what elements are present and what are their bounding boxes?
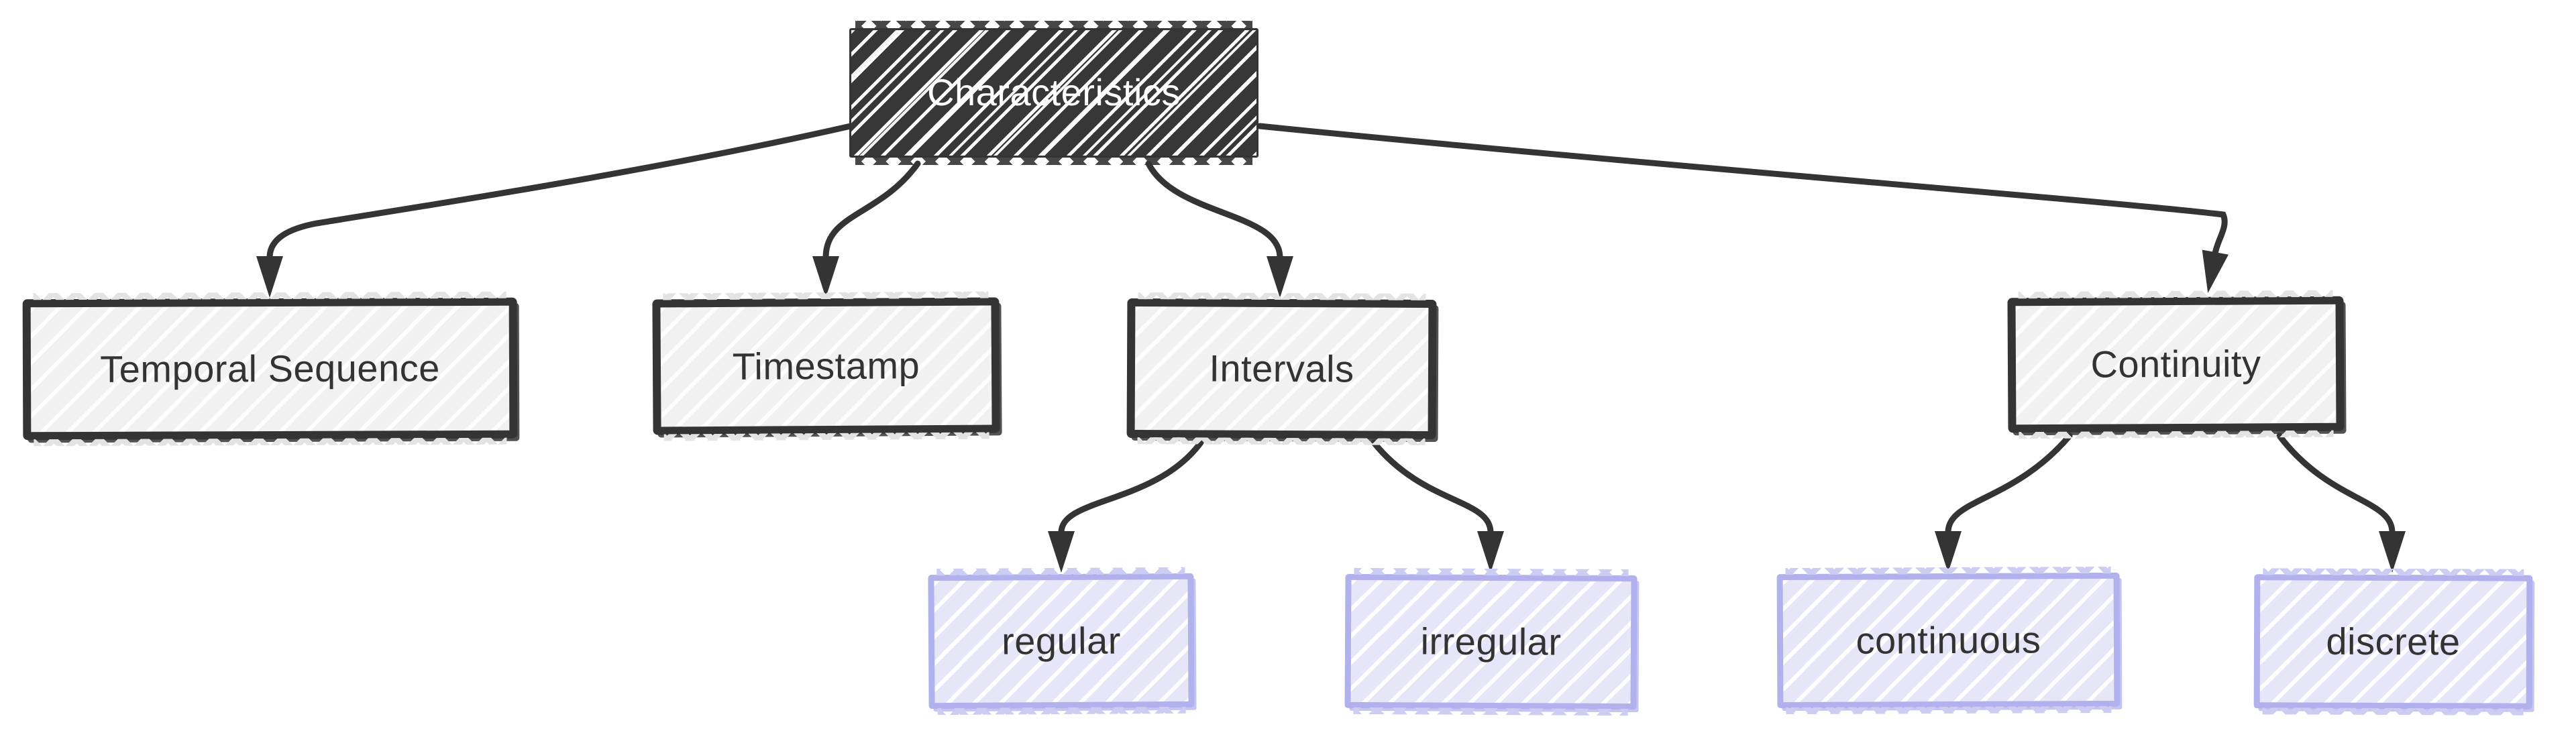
edge-intervals-irregular [1371, 439, 1504, 573]
node-irregular-label: irregular [1420, 620, 1562, 663]
edge-continuity-discrete [2276, 433, 2406, 573]
edge-characteristics-continuity [1256, 123, 2229, 294]
node-timestamp-label: Timestamp [732, 343, 920, 388]
edge-continuity-continuous [1935, 433, 2073, 573]
node-discrete-label: discrete [2326, 620, 2461, 663]
node-continuous: continuous [1776, 572, 2121, 709]
node-temporal-sequence-label: Temporal Sequence [100, 346, 440, 390]
node-intervals-label: Intervals [1209, 347, 1354, 390]
edge-characteristics-temporal-sequence [256, 123, 854, 298]
node-regular-label: regular [1001, 619, 1122, 663]
node-regular: regular [928, 573, 1195, 709]
node-intervals: Intervals [1126, 298, 1437, 440]
node-continuous-label: continuous [1856, 618, 2041, 662]
node-characteristics: Characteristics [849, 21, 1258, 165]
node-continuity-label: Continuity [2090, 342, 2261, 386]
node-characteristics-label: Characteristics [927, 71, 1181, 114]
node-discrete: discrete [2253, 574, 2533, 709]
edge-characteristics-timestamp [812, 160, 921, 298]
edge-characteristics-intervals [1145, 160, 1293, 298]
node-temporal-sequence: Temporal Sequence [22, 297, 518, 441]
edge-intervals-regular [1048, 439, 1204, 573]
node-timestamp: Timestamp [652, 297, 1000, 435]
node-irregular: irregular [1344, 573, 1638, 710]
node-continuity: Continuity [2007, 296, 2345, 433]
